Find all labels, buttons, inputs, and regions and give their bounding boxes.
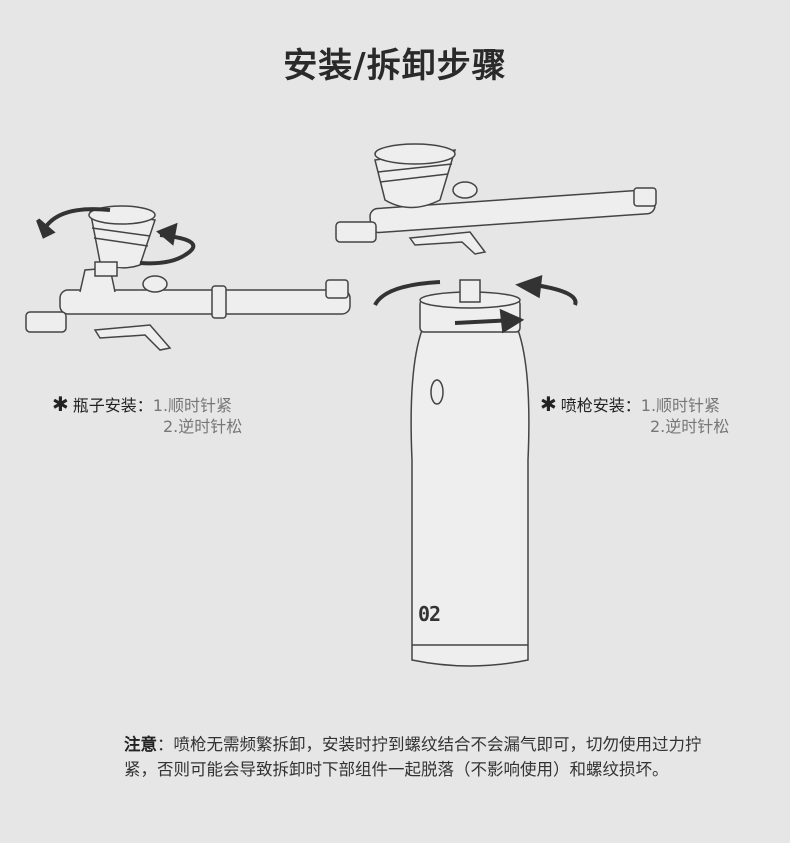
- airbrush-right: [335, 143, 657, 255]
- arrowhead-icon: [36, 218, 56, 239]
- arrowhead-icon: [156, 222, 178, 246]
- asterisk-icon: ✱: [52, 392, 69, 416]
- caution-note: 注意：喷枪无需频繁拆卸，安装时拧到螺纹结合不会漏气即可，切勿使用过力拧紧，否则可…: [124, 732, 704, 782]
- rotate-arrow-right-top2: [534, 283, 578, 306]
- rotate-arrow-left-top: [43, 207, 111, 230]
- page-title: 安装/拆卸步骤: [283, 46, 507, 86]
- arrowhead-icon: [499, 308, 525, 334]
- gun-install-instruction: ✱喷枪安装：1.顺时针紧 2.逆时针松: [540, 392, 730, 437]
- note-label: 注意: [124, 735, 157, 754]
- paint-cup-left: [88, 205, 156, 277]
- device-display: 02: [418, 602, 441, 626]
- bottle-install-instruction: ✱瓶子安装：1.顺时针紧 2.逆时针松: [52, 392, 243, 437]
- asterisk-icon: ✱: [540, 392, 557, 416]
- rotate-arrow-right-top: [373, 280, 441, 307]
- airbrush-left: [25, 267, 351, 351]
- rotate-arrow-left-bottom: [139, 233, 196, 266]
- note-text: ：喷枪无需频繁拆卸，安装时拧到螺纹结合不会漏气即可，切勿使用过力拧紧，否则可能会…: [124, 735, 702, 779]
- air-compressor-bottle: [410, 279, 530, 667]
- arrowhead-icon: [515, 275, 543, 299]
- rotation-arrows: [36, 207, 578, 334]
